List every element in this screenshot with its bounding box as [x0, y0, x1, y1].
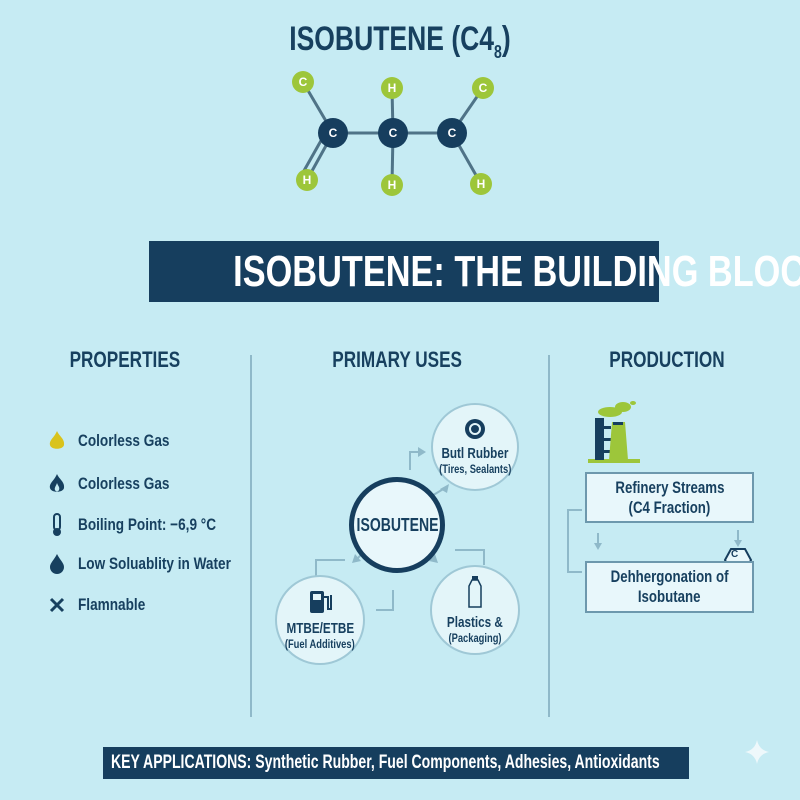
property-item: Flamnable — [46, 593, 162, 617]
property-item: Colorless Gas — [46, 472, 192, 496]
property-label: Flamnable — [78, 595, 146, 614]
use-butyl-rubber: Butl Rubber (Tires, Sealants) — [431, 403, 519, 491]
atom — [296, 169, 318, 191]
atom — [470, 173, 492, 195]
atom-label: H — [387, 81, 397, 95]
property-item: Colorless Gas — [46, 429, 192, 453]
molecule-atoms — [292, 71, 494, 196]
atom-label: C — [447, 126, 457, 140]
factory-icon — [588, 401, 640, 463]
atom-label: C — [328, 126, 338, 140]
banner-text: ISOBUTENE: THE BUILDING BLOCK — [233, 247, 800, 296]
title-text: ISOBUTENE (C4 — [289, 20, 495, 58]
column-divider — [250, 355, 252, 717]
atom-label: C — [388, 126, 398, 140]
carbon-atom — [378, 118, 408, 148]
x-icon — [46, 594, 68, 616]
atom-label: H — [302, 173, 312, 187]
fire-icon — [46, 473, 68, 495]
atom — [381, 77, 403, 99]
arrowheads — [352, 447, 742, 563]
hexagon-label: C — [731, 549, 739, 560]
fuel-pump-icon — [307, 589, 333, 620]
atom-label: H — [476, 177, 486, 191]
use-mtbe-etbe: MTBE/ETBE (Fuel Additives) — [275, 575, 365, 665]
production-heading: PRODUCTION — [609, 347, 725, 372]
bottle-icon — [467, 575, 483, 614]
property-label: Colorless Gas — [78, 431, 170, 450]
atom-label: C — [478, 81, 488, 95]
page-title: ISOBUTENE (C48) — [200, 20, 600, 63]
atom — [381, 174, 403, 196]
water-drop-icon — [46, 553, 68, 575]
column-divider — [548, 355, 550, 717]
property-label: Colorless Gas — [78, 474, 170, 493]
sparkle-icon — [745, 740, 769, 764]
title-subscript: 8 — [494, 41, 502, 62]
tire-icon — [464, 418, 486, 445]
atom-label: C — [298, 75, 308, 89]
property-label: Low Soluablity in Water — [78, 554, 231, 573]
flame-icon — [46, 430, 68, 452]
atom — [292, 71, 314, 93]
properties-heading: PROPERTIES — [69, 347, 181, 372]
uses-heading: PRIMARY USES — [332, 347, 462, 372]
property-item: Boiling Point: −6,9 °C — [46, 513, 251, 537]
thermometer-icon — [46, 513, 68, 536]
atom — [472, 77, 494, 99]
refinery-streams-box: Refinery Streams (C4 Fraction) — [585, 472, 754, 523]
isobutene-center-node: ISOBUTENE — [349, 477, 445, 573]
use-plastics: Plastics & (Packaging) — [430, 565, 520, 655]
carbon-atom — [437, 118, 467, 148]
carbon-atom — [318, 118, 348, 148]
title-close: ) — [501, 20, 511, 58]
property-label: Boiling Point: −6,9 °C — [78, 515, 217, 534]
dehydrogenation-box: Dehhergonation of Isobutane — [585, 561, 754, 613]
main-banner: ISOBUTENE: THE BUILDING BLOCK — [149, 241, 800, 302]
key-applications-bar: KEY APPLICATIONS: Synthetic Rubber, Fuel… — [103, 747, 689, 779]
property-item: Low Soluablity in Water — [46, 552, 269, 576]
atom-label: H — [387, 178, 397, 192]
